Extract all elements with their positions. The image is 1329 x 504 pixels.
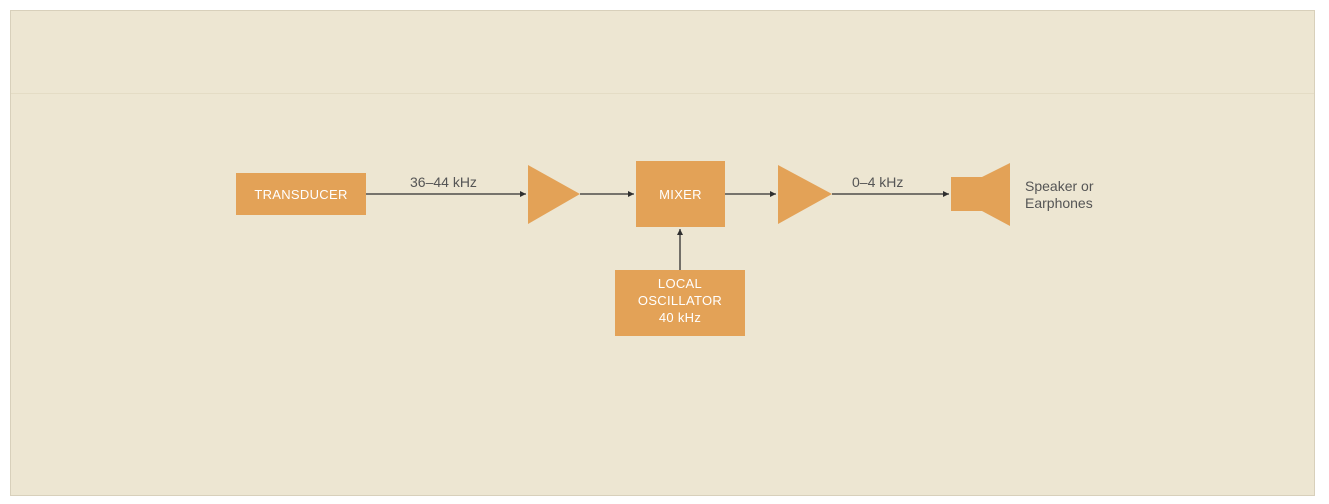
mixer-label: MIXER [659, 187, 702, 202]
speaker-label-line1: Speaker or [1025, 178, 1094, 194]
local-oscillator-line2: OSCILLATOR [638, 293, 722, 308]
transducer-label: TRANSDUCER [254, 187, 347, 202]
speaker-icon [951, 163, 1010, 226]
amplifier-1-icon [528, 165, 580, 224]
local-oscillator-block: LOCAL OSCILLATOR 40 kHz [615, 270, 745, 336]
speaker-label-line2: Earphones [1025, 195, 1093, 211]
transducer-block: TRANSDUCER [236, 173, 366, 215]
divider-line [11, 93, 1314, 94]
local-oscillator-line3: 40 kHz [659, 310, 701, 325]
output-band-label: 0–4 kHz [852, 174, 903, 190]
mixer-block: MIXER [636, 161, 725, 227]
amplifier-2-icon [778, 165, 832, 224]
diagram-panel [10, 10, 1315, 496]
local-oscillator-line1: LOCAL [658, 276, 702, 291]
input-band-label: 36–44 kHz [410, 174, 477, 190]
